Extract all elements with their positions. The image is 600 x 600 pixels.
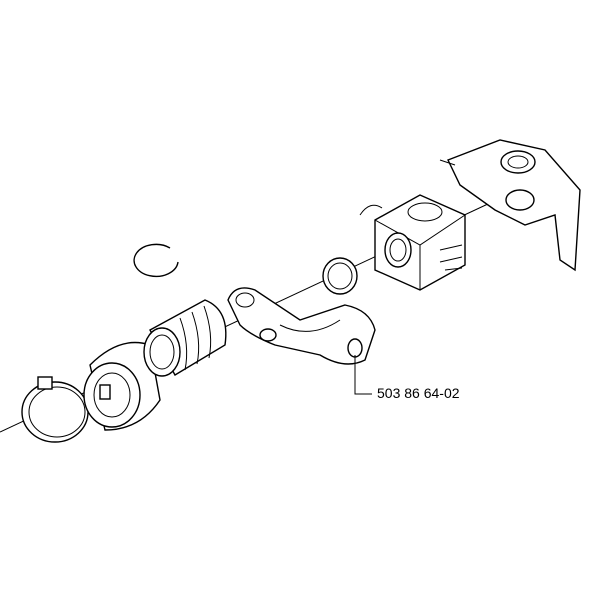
hose-clamp: [21, 376, 89, 443]
part-number-label: 503 86 64-02: [377, 385, 460, 401]
intake-bellows: [143, 299, 227, 377]
circlip: [133, 243, 179, 278]
carburetor: [359, 194, 466, 291]
sealing-ring: [322, 257, 358, 295]
part-leader-line: [354, 355, 372, 395]
intake-manifold: [227, 287, 376, 365]
carburetor-bracket: [439, 139, 581, 272]
intake-flange: [83, 341, 161, 431]
